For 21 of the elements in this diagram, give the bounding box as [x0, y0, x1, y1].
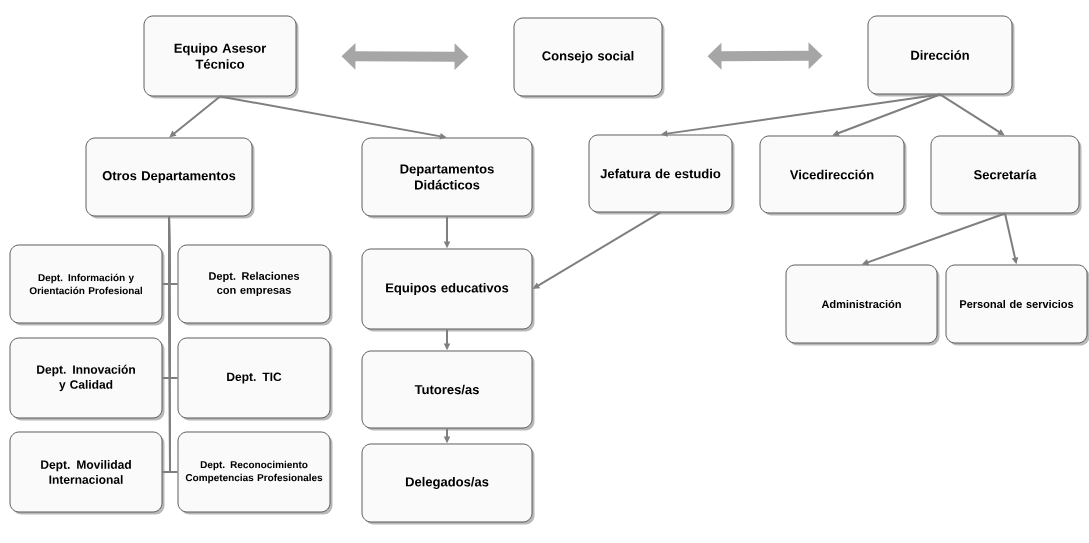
process-box: Departamentos Didácticos [361, 137, 535, 219]
process-box: Tutores/as [361, 350, 535, 431]
process-box: Secretaría [930, 135, 1082, 216]
arrow [169, 95, 221, 138]
process-box: Otros Departamentos [85, 137, 255, 219]
process-box: Administración [785, 264, 940, 346]
process-box: Dept. Información y Orientación Profesional [9, 244, 165, 326]
process-box: Dept. Relaciones con empresas [177, 244, 333, 326]
process-box: Equipo Asesor Técnico [143, 15, 299, 99]
connector-line [168, 215, 179, 473]
process-box: Dept. Reconocimiento Competencias Profesionales [177, 431, 333, 515]
process-box: Equipos educativos [361, 248, 535, 332]
process-box: Vicedirección [759, 135, 907, 216]
process-box: Delegados/as [361, 443, 535, 525]
process-box: Dirección [867, 15, 1015, 97]
process-box: Jefatura de estudio [588, 134, 735, 215]
process-box: Personal de servicios [945, 264, 1089, 346]
process-box: Dept. Movilidad Internacional [9, 431, 165, 515]
process-box: Consejo social [513, 17, 665, 99]
process-box: Dept. Innovación y Calidad [9, 337, 165, 421]
process-box: Dept. TIC [177, 337, 333, 421]
